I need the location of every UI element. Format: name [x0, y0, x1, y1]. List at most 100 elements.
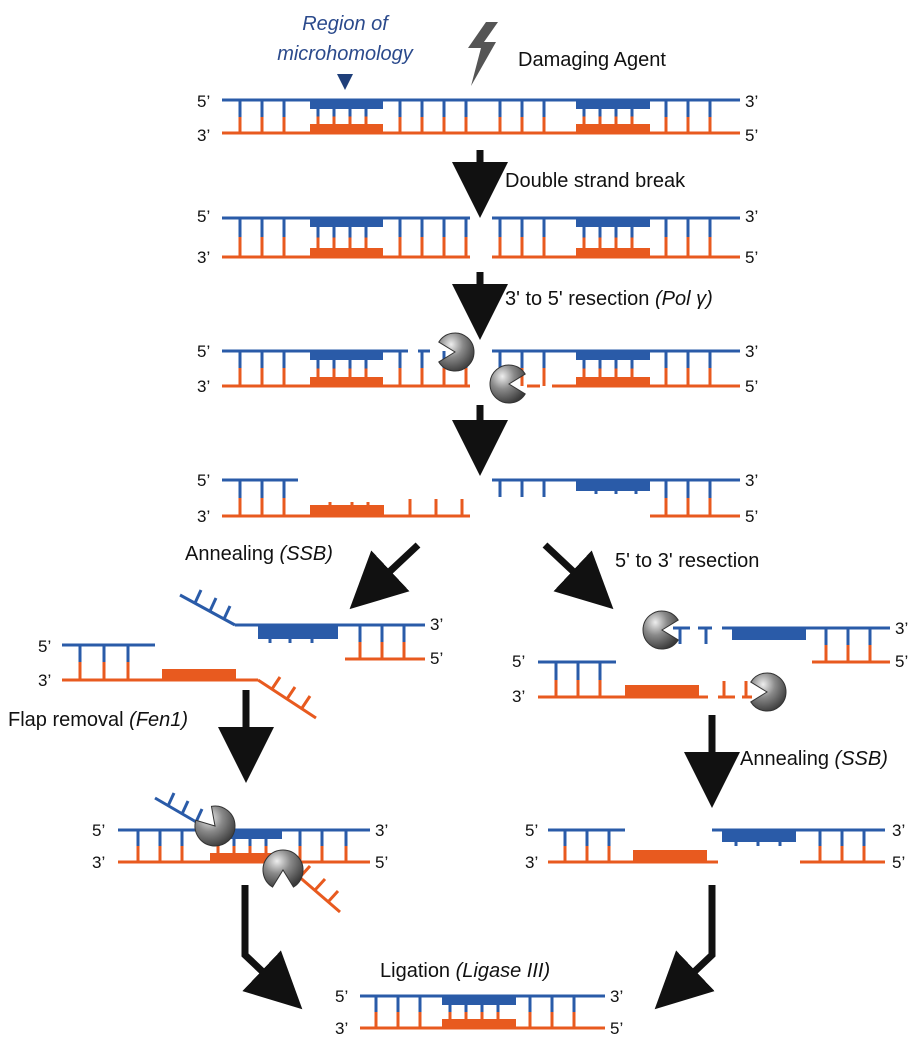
svg-text:5’: 5’: [197, 207, 210, 226]
microhomology-block: [576, 377, 650, 387]
microhomology-block: [210, 829, 282, 839]
svg-text:3’: 3’: [430, 615, 443, 634]
svg-text:5’: 5’: [892, 853, 905, 872]
dna-row-resection-5to3: [538, 626, 890, 699]
flap-tick: [193, 589, 203, 604]
dna-row-overhangs: [222, 478, 740, 518]
svg-text:3’: 3’: [512, 687, 525, 706]
microhomology-block: [310, 350, 383, 360]
flap-tick: [270, 676, 282, 690]
microhomology-block: [310, 124, 383, 134]
annealing-right-label: Annealing (SSB): [740, 748, 888, 770]
svg-text:5’: 5’: [92, 821, 105, 840]
nuclease-icon: [750, 672, 787, 712]
dna-row-ligated: [360, 994, 605, 1030]
arrow-annealing-left: [349, 542, 421, 610]
svg-text:5’: 5’: [197, 342, 210, 361]
microhomology-block: [576, 124, 650, 134]
pol-gamma-nuclease-icon: [438, 332, 475, 372]
dna-row-dsb: [222, 216, 740, 259]
microhomology-block: [625, 685, 699, 697]
ligation-label: Ligation (Ligase III): [380, 960, 550, 982]
flap-tick: [326, 889, 340, 904]
microhomology-block: [576, 99, 650, 109]
lightning-bolt-icon: [468, 22, 498, 86]
svg-text:5’: 5’: [335, 987, 348, 1006]
svg-text:5’: 5’: [197, 92, 210, 111]
flap-tick: [222, 605, 232, 620]
svg-text:3’: 3’: [38, 671, 51, 690]
nuclease-icon: [642, 610, 679, 650]
svg-text:5’: 5’: [525, 821, 538, 840]
svg-text:3’: 3’: [745, 342, 758, 361]
flap-tick: [313, 877, 327, 892]
svg-text:3’: 3’: [92, 853, 105, 872]
svg-text:5’: 5’: [610, 1019, 623, 1038]
pol-gamma-nuclease-icon: [489, 364, 526, 404]
microhomology-block: [310, 505, 384, 516]
microhomology-label-line2: microhomology: [277, 43, 414, 65]
svg-text:5’: 5’: [375, 853, 388, 872]
flap-tick: [194, 808, 204, 823]
svg-text:3’: 3’: [610, 987, 623, 1006]
microhomology-block: [162, 669, 236, 680]
svg-text:3’: 3’: [892, 821, 905, 840]
svg-text:3’: 3’: [895, 619, 908, 638]
svg-text:3’: 3’: [745, 471, 758, 490]
dna-structures: [62, 98, 890, 1030]
step-arrows: [218, 150, 740, 1010]
dna-row-resection: [222, 349, 740, 388]
svg-text:5’: 5’: [38, 637, 51, 656]
strand-line: [179, 593, 236, 627]
svg-text:3’: 3’: [745, 92, 758, 111]
resection-label: 3' to 5' resection (Pol γ): [505, 288, 713, 310]
svg-text:5’: 5’: [430, 649, 443, 668]
svg-text:3’: 3’: [197, 126, 210, 145]
flap-tick: [166, 792, 176, 807]
microhomology-block: [210, 853, 282, 863]
dna-row-intact: [222, 98, 740, 135]
microhomology-block: [576, 248, 650, 258]
microhomology-block: [310, 248, 383, 258]
microhomology-block: [442, 1019, 516, 1029]
fen1-nuclease-icon: [262, 849, 304, 888]
double-strand-break-label: Double strand break: [505, 170, 686, 192]
arrow-ligation-right: [654, 885, 716, 1010]
microhomology-block: [722, 830, 796, 842]
microhomology-block: [732, 628, 806, 640]
flap-tick: [208, 597, 218, 612]
fen1-nuclease-icon: [194, 805, 236, 847]
svg-text:5’: 5’: [745, 377, 758, 396]
microhomology-block: [576, 217, 650, 227]
svg-text:3’: 3’: [197, 248, 210, 267]
svg-text:3’: 3’: [375, 821, 388, 840]
dna-row-annealed-right: [548, 828, 885, 864]
microhomology-label-line1: Region of: [302, 13, 390, 35]
svg-text:5’: 5’: [745, 507, 758, 526]
damaging-agent-label: Damaging Agent: [518, 49, 666, 71]
arrow-ligation-left: [241, 885, 303, 1010]
strand-end-labels: 5’ 3’ 3’ 5’ 5’ 3’ 3’ 5’ 5’ 3’ 3’ 5’ 5’ 3…: [38, 92, 908, 1038]
flap-tick: [180, 800, 190, 815]
microhomology-block: [442, 995, 516, 1005]
microhomology-block: [310, 217, 383, 227]
microhomology-block: [310, 377, 383, 387]
flap-tick: [300, 695, 312, 709]
arrow-resection-right: [542, 542, 614, 610]
dna-row-annealed-flaps: [62, 589, 425, 720]
svg-text:3’: 3’: [197, 507, 210, 526]
svg-text:3’: 3’: [197, 377, 210, 396]
flap-removal-label: Flap removal (Fen1): [8, 709, 188, 731]
microhomology-block: [310, 99, 383, 109]
resection-5to3-label: 5' to 3' resection: [615, 550, 759, 572]
svg-text:5’: 5’: [197, 471, 210, 490]
svg-text:5’: 5’: [745, 248, 758, 267]
flap-tick: [285, 686, 297, 700]
microhomology-block: [258, 625, 338, 639]
microhomology-pointer-icon: [337, 74, 353, 90]
svg-text:5’: 5’: [512, 652, 525, 671]
svg-text:3’: 3’: [745, 207, 758, 226]
annealing-left-label: Annealing (SSB): [185, 543, 333, 565]
